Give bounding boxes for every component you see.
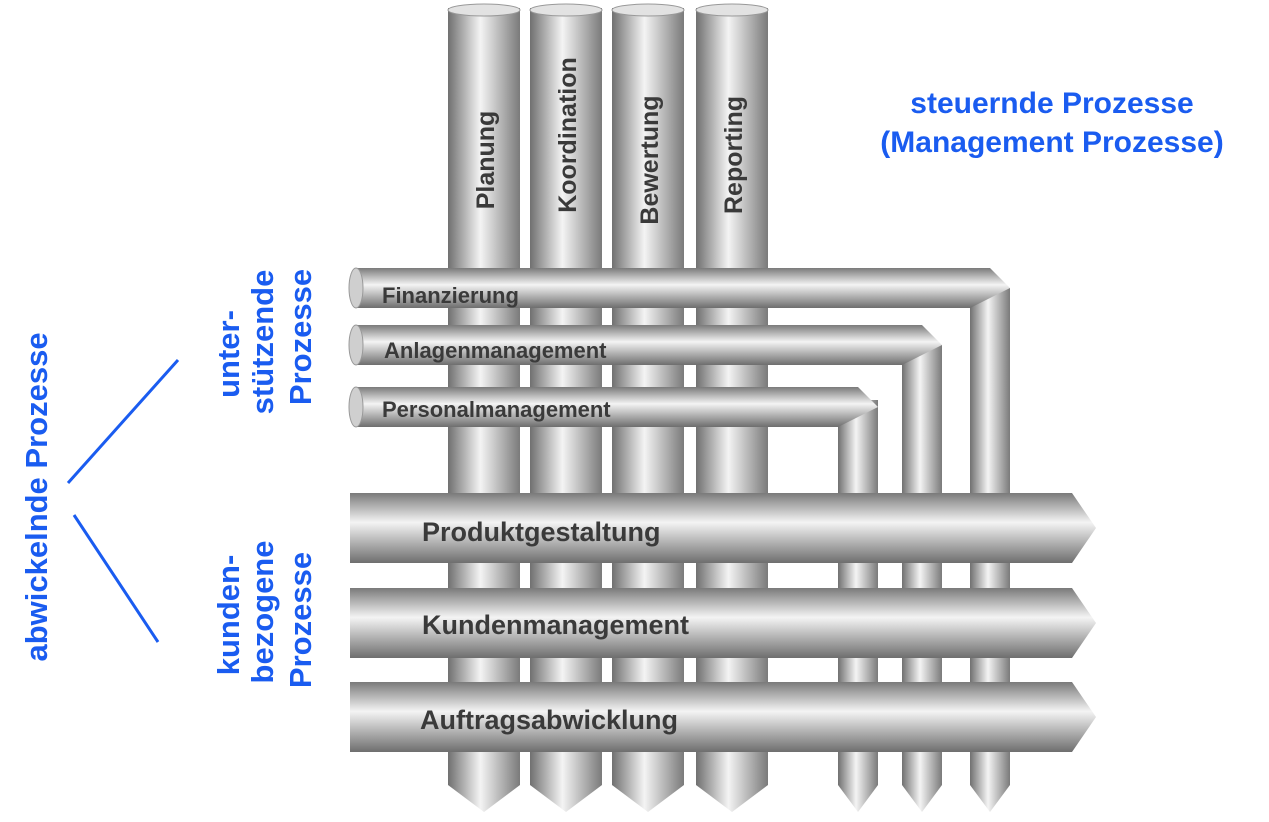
customer-label-line2: bezogene	[245, 541, 280, 684]
column-label-planung: Planung	[472, 111, 500, 210]
operational-label: abwickelnde Prozesse	[19, 332, 54, 661]
support-label-line2: stützende	[245, 270, 280, 415]
support-pipes: Finanzierung Anlagenmanagement Personalm…	[348, 267, 1010, 428]
pipe-kundenmanagement: Kundenmanagement	[350, 588, 1096, 658]
bracket-line-lower	[72, 514, 160, 643]
row-label-kundenmanagement: Kundenmanagement	[422, 610, 689, 640]
customer-pipes: Produktgestaltung Kundenmanagement Auftr…	[350, 493, 1096, 752]
row-label-personalmanagement: Personalmanagement	[382, 397, 611, 422]
customer-label-line1: kunden-	[211, 555, 246, 676]
column-label-koordination: Koordination	[554, 57, 582, 213]
pipe-finanzierung: Finanzierung	[348, 267, 1010, 309]
customer-label-line3: Prozesse	[283, 552, 318, 688]
bracket-line-upper	[66, 359, 180, 484]
management-title: steuernde Prozesse (Management Prozesse)	[880, 87, 1223, 159]
management-title-line1: steuernde Prozesse	[910, 87, 1193, 120]
column-label-reporting: Reporting	[720, 96, 748, 214]
support-label-line3: Prozesse	[283, 269, 318, 405]
management-title-line2: (Management Prozesse)	[880, 126, 1223, 159]
row-label-auftragsabwicklung: Auftragsabwicklung	[420, 705, 678, 735]
pipe-auftragsabwicklung: Auftragsabwicklung	[350, 682, 1096, 752]
support-label: unter- stützende Prozesse	[211, 269, 318, 414]
row-label-finanzierung: Finanzierung	[382, 283, 519, 308]
pipe-personalmanagement: Personalmanagement	[348, 386, 878, 428]
pipe-produktgestaltung: Produktgestaltung	[350, 493, 1096, 563]
customer-label: kunden- bezogene Prozesse	[211, 541, 318, 689]
row-label-produktgestaltung: Produktgestaltung	[422, 517, 661, 547]
pipe-anlagenmanagement: Anlagenmanagement	[348, 324, 942, 366]
row-label-anlagenmanagement: Anlagenmanagement	[384, 338, 607, 363]
column-label-bewertung: Bewertung	[636, 95, 664, 224]
support-label-line1: unter-	[211, 310, 246, 398]
